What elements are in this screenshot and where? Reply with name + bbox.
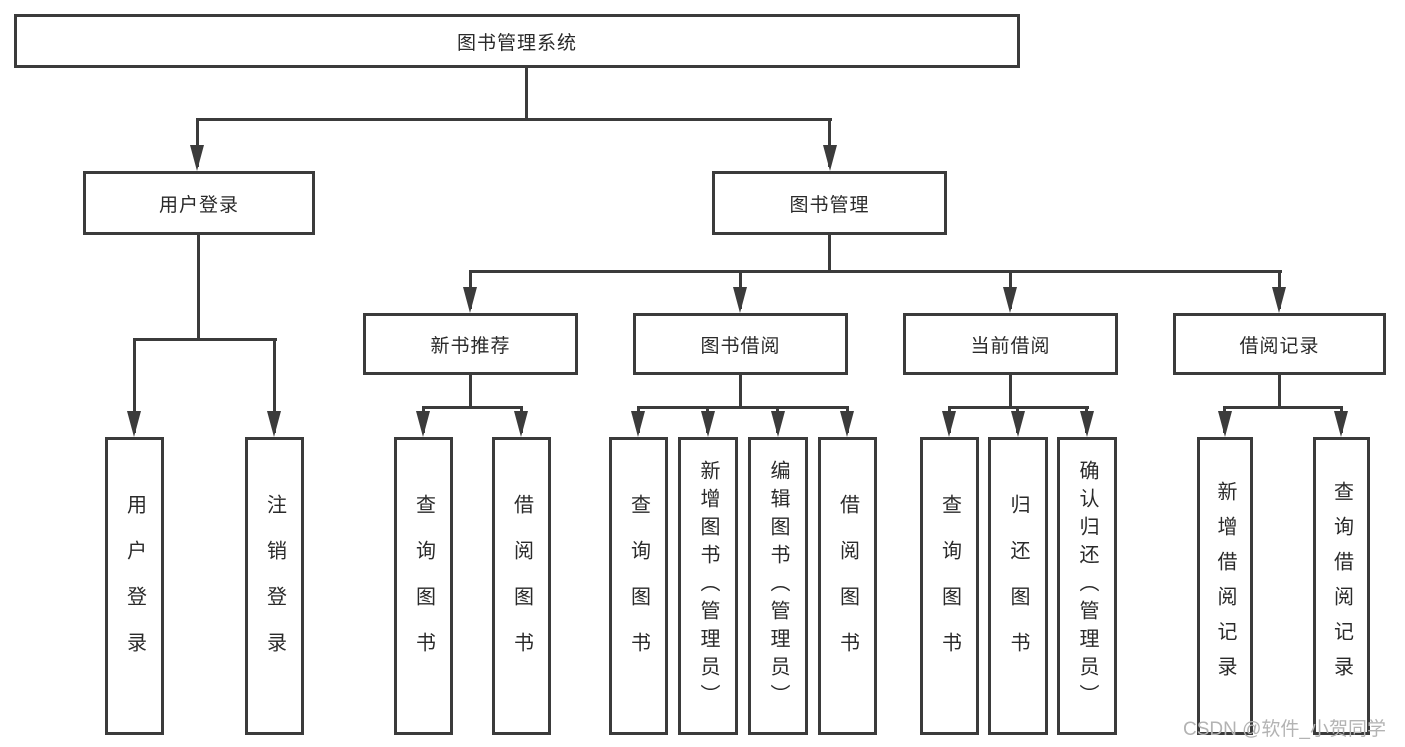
arrow-down-icon (1003, 287, 1017, 313)
edge-root-trunk (525, 68, 528, 120)
arrow-down-icon (1334, 411, 1348, 437)
arrow-down-icon (416, 411, 430, 437)
node-leaf-borrow-book: 借阅图书 (818, 437, 877, 735)
node-leaf-edit-book-admin: 编辑图书（管理员） (748, 437, 808, 735)
arrow-down-icon (1272, 287, 1286, 313)
arrow-down-icon (733, 287, 747, 313)
arrow-down-icon (840, 411, 854, 437)
arrow-down-icon (942, 411, 956, 437)
arrow-down-icon (823, 145, 837, 171)
edge-borrow-bus (637, 406, 849, 409)
node-borrow-records: 借阅记录 (1173, 313, 1386, 375)
node-user-login: 用户登录 (83, 171, 315, 235)
edge-mgmt-trunk (828, 235, 831, 272)
node-leaf-query-book: 查询图书 (394, 437, 453, 735)
edge-login-drop (273, 338, 276, 433)
node-leaf-return-book: 归还图书 (988, 437, 1048, 735)
arrow-down-icon (1011, 411, 1025, 437)
edge-login-drop (133, 338, 136, 433)
node-leaf-borrow-book: 借阅图书 (492, 437, 551, 735)
node-current-borrow: 当前借阅 (903, 313, 1118, 375)
node-book-borrow: 图书借阅 (633, 313, 848, 375)
edge-root-to-user-login (196, 118, 199, 167)
edge-root-bus (196, 118, 832, 121)
arrow-down-icon (1080, 411, 1094, 437)
csdn-watermark: CSDN @软件_小贺同学 (1183, 719, 1386, 740)
node-leaf-query-book: 查询图书 (920, 437, 979, 735)
node-root: 图书管理系统 (14, 14, 1020, 68)
node-leaf-user-login: 用户登录 (105, 437, 164, 735)
arrow-down-icon (631, 411, 645, 437)
edge-recommend-bus (422, 406, 523, 409)
arrow-down-icon (127, 411, 141, 437)
arrow-down-icon (701, 411, 715, 437)
node-new-book-recommend: 新书推荐 (363, 313, 578, 375)
edge-current-trunk (1009, 375, 1012, 408)
arrow-down-icon (514, 411, 528, 437)
arrow-down-icon (267, 411, 281, 437)
edge-login-trunk (197, 235, 200, 340)
edge-mgmt-bus (469, 270, 1282, 273)
edge-recommend-trunk (469, 375, 472, 408)
edge-login-bus (133, 338, 277, 341)
arrow-down-icon (463, 287, 477, 313)
node-leaf-logout: 注销登录 (245, 437, 304, 735)
arrow-down-icon (190, 145, 204, 171)
edge-records-trunk (1278, 375, 1281, 408)
node-leaf-query-book: 查询图书 (609, 437, 668, 735)
edge-borrow-trunk (739, 375, 742, 408)
arrow-down-icon (771, 411, 785, 437)
node-leaf-add-borrow-record: 新增借阅记录 (1197, 437, 1253, 735)
node-leaf-add-book-admin: 新增图书（管理员） (678, 437, 738, 735)
node-leaf-query-borrow-record: 查询借阅记录 (1313, 437, 1370, 735)
edge-root-to-book-mgmt (828, 118, 831, 167)
arrow-down-icon (1218, 411, 1232, 437)
node-book-management: 图书管理 (712, 171, 947, 235)
node-leaf-confirm-return-admin: 确认归还（管理员） (1057, 437, 1117, 735)
edge-records-bus (1223, 406, 1343, 409)
